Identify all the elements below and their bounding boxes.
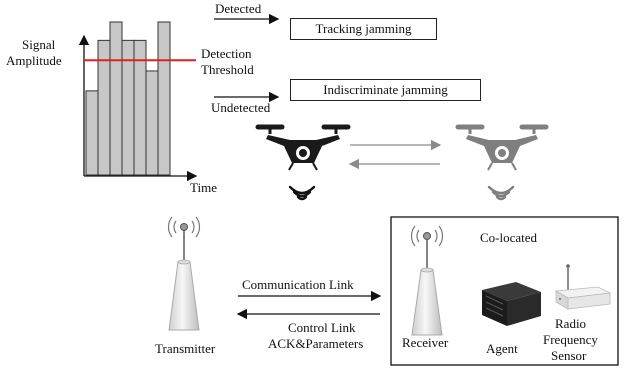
target-drone-icon <box>455 124 549 171</box>
tracking-jamming-box: Tracking jamming <box>290 18 437 40</box>
wifi-signal-icon <box>487 185 515 201</box>
ack-parameters-label: ACK&Parameters <box>268 336 364 351</box>
sensor-label-line3: Sensor <box>551 348 587 363</box>
receiver-tower-icon <box>410 225 444 336</box>
transmitter-tower-icon <box>167 216 201 331</box>
bar <box>145 70 159 176</box>
threshold-label-line2: Threshold <box>201 62 254 77</box>
sensor-label-line2: Frequency <box>543 332 598 347</box>
bar <box>85 90 99 176</box>
receiver-label: Receiver <box>402 335 449 350</box>
detected-label: Detected <box>215 1 262 16</box>
y-axis-label-line2: Amplitude <box>6 53 62 68</box>
bar-series <box>85 21 171 176</box>
sensor-label-line1: Radio <box>555 316 587 331</box>
communication-link-label: Communication Link <box>242 277 354 292</box>
rf-sensor-icon <box>554 264 612 310</box>
colocated-label: Co-located <box>480 230 538 245</box>
colocated-box <box>390 216 619 366</box>
undetected-label: Undetected <box>211 100 271 115</box>
agent-label: Agent <box>486 341 518 356</box>
indiscriminate-jamming-box: Indiscriminate jamming <box>290 79 481 101</box>
threshold-label-line1: Detection <box>201 46 252 61</box>
control-link-label: Control Link <box>288 320 356 335</box>
agent-device-icon <box>482 282 541 326</box>
wifi-signal-icon <box>288 185 316 201</box>
bar <box>109 21 123 176</box>
y-axis-label-line1: Signal <box>22 37 56 52</box>
bar <box>157 21 171 176</box>
transmitter-label: Transmitter <box>155 341 216 356</box>
x-axis-label: Time <box>190 180 217 195</box>
jammer-drone-icon <box>255 124 351 171</box>
